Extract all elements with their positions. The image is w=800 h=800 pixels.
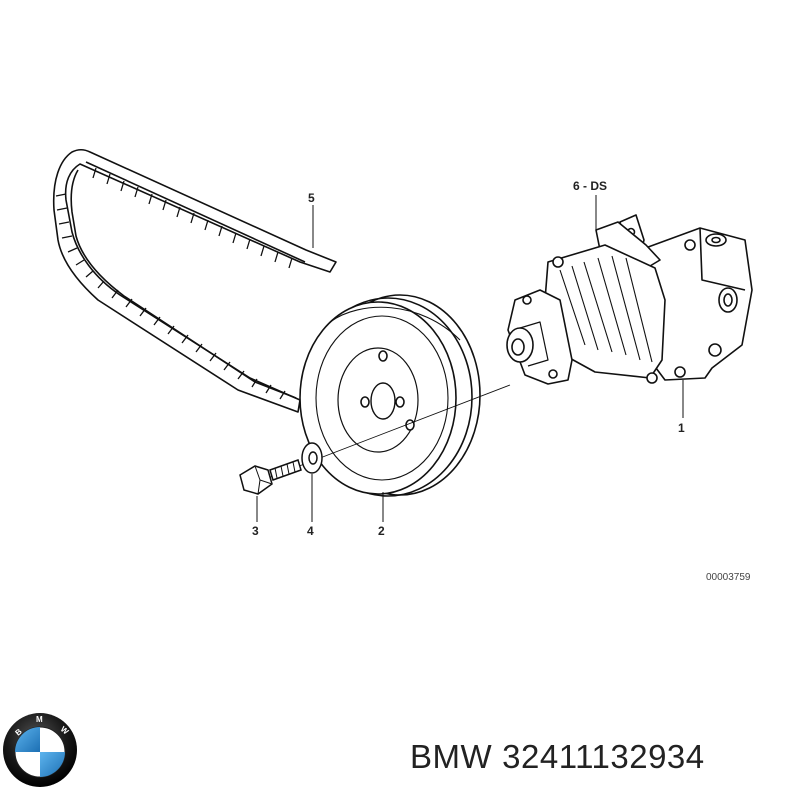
part-number: 32411132934 xyxy=(502,738,705,775)
svg-text:M: M xyxy=(36,715,43,724)
bmw-logo: B M W xyxy=(3,713,77,787)
drawing-code: 00003759 xyxy=(706,572,751,583)
callout-hardware-set: 6 - DS xyxy=(573,179,607,193)
svg-text:B: B xyxy=(14,727,24,738)
v-belt xyxy=(52,148,337,413)
callout-pulley: 2 xyxy=(378,524,385,538)
brand-name: BMW xyxy=(410,738,493,775)
callout-belt: 5 xyxy=(308,191,315,205)
callout-pump: 1 xyxy=(678,421,685,435)
washer xyxy=(301,442,323,474)
pulley xyxy=(299,294,481,497)
callout-washer: 4 xyxy=(307,524,314,538)
svg-text:W: W xyxy=(59,725,71,737)
power-steering-pump xyxy=(506,214,753,385)
bolt xyxy=(239,459,302,495)
callout-bolt: 3 xyxy=(252,524,259,538)
